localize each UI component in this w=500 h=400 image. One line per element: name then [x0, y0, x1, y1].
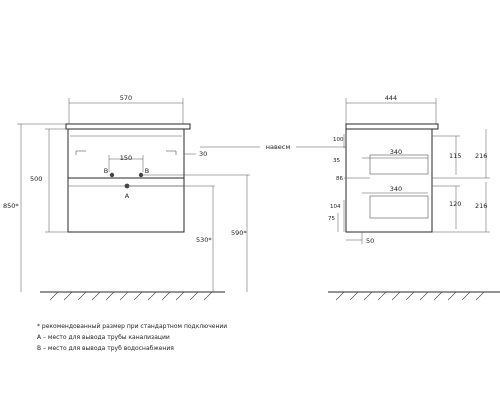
- dim-50-text: 50: [366, 237, 374, 245]
- countertop: [65, 123, 191, 130]
- dim-top-offset-text: 100: [333, 137, 344, 143]
- dim-cabinet-height-text: 500: [30, 175, 42, 183]
- dim-mid-offset-text: 86: [336, 176, 343, 182]
- label-a: A: [125, 192, 130, 200]
- floor-hatch-front: [49, 291, 213, 301]
- dim-total-height-text: 850*: [3, 202, 19, 210]
- dim-width-text: 570: [120, 94, 132, 102]
- dim-lower-216-text: 216: [475, 202, 487, 210]
- label-b-right: B: [145, 167, 149, 175]
- dim-water-height-text: 590*: [231, 229, 247, 237]
- side-cabinet-body: [345, 128, 433, 233]
- floor-hatch-side: [335, 291, 485, 301]
- side-countertop: [345, 123, 439, 130]
- lower-drawer: [369, 195, 429, 219]
- front-view: 570 150 30 B B A 500: [3, 94, 346, 301]
- water-pipe-left-icon: [109, 172, 115, 178]
- lower-drawer-depth-text: 340: [390, 185, 402, 193]
- notes: * рекомендованный размер при стандартном…: [37, 323, 227, 352]
- upper-drawer-depth-text: 340: [390, 148, 402, 156]
- label-b-left: B: [104, 167, 108, 175]
- note-water: B – место для вывода труб водоснабжения: [37, 345, 174, 352]
- dim-pipe-spacing-text: 150: [120, 154, 132, 162]
- note-recommended: * рекомендованный размер при стандартном…: [37, 323, 227, 330]
- dim-104-text: 104: [330, 204, 341, 210]
- cabinet-body: [67, 128, 185, 233]
- dim-75-text: 75: [328, 216, 335, 222]
- upper-drawer: [369, 154, 429, 175]
- hanging-label: навесм: [266, 143, 291, 151]
- side-view: 444 340 340 100 35 86 104 75 50: [328, 94, 500, 301]
- dim-upper-216-text: 216: [475, 152, 487, 160]
- dim-35-text: 35: [333, 158, 340, 164]
- dim-120-text: 120: [449, 200, 461, 208]
- dim-drain-height-text: 530*: [196, 236, 212, 244]
- dim-side-offset-text: 30: [199, 150, 207, 158]
- dim-115-text: 115: [449, 152, 461, 160]
- note-drain: A – место для вывода трубы канализации: [37, 334, 170, 341]
- dim-depth-text: 444: [385, 94, 397, 102]
